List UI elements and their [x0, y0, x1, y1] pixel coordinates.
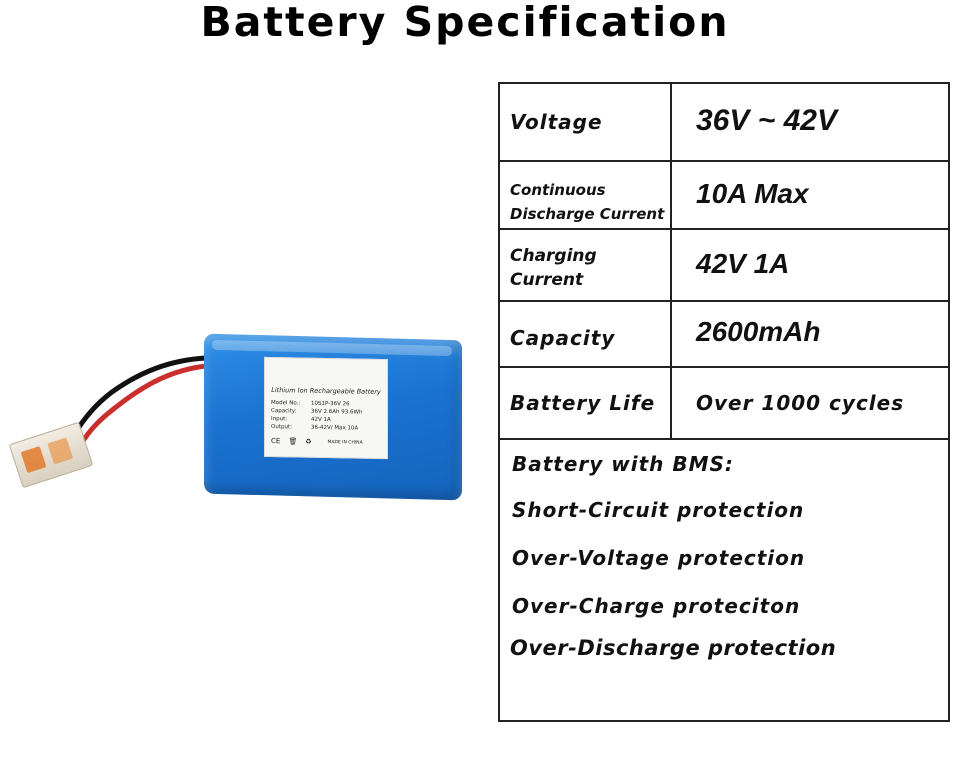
- spec-key-voltage: Voltage: [510, 110, 603, 134]
- table-row-divider: [500, 228, 948, 230]
- spec-key-discharge-current: Continuous Discharge Current: [510, 181, 665, 223]
- bms-item: Over-Charge proteciton: [512, 594, 801, 618]
- bms-item: Over-Voltage protection: [512, 546, 806, 570]
- spec-table: Voltage 36V ~ 42V Continuous Discharge C…: [498, 82, 950, 722]
- table-column-divider: [670, 84, 672, 438]
- spec-value-battery-life: Over 1000 cycles: [696, 391, 905, 415]
- black-wire: [69, 355, 207, 440]
- table-row-divider: [500, 366, 948, 368]
- bms-heading: Battery with BMS:: [512, 452, 734, 476]
- spec-key-battery-life: Battery Life: [510, 391, 656, 415]
- bms-item: Over-Discharge protection: [510, 636, 837, 660]
- spec-key-capacity: Capacity: [510, 326, 616, 350]
- table-row-divider: [500, 438, 948, 440]
- spec-value-charging-current: 42V 1A: [696, 248, 790, 279]
- battery-label-icons: CE 🗑 ♻ MADE IN CHINA: [271, 437, 381, 447]
- wire-connector: [8, 421, 94, 489]
- battery-label: Lithium Ion Rechargeable Battery Model N…: [264, 356, 388, 460]
- made-in-label: MADE IN CHINA: [327, 439, 363, 446]
- bms-item: Short-Circuit protection: [512, 498, 805, 522]
- trash-bin-icon: 🗑: [288, 437, 298, 446]
- red-wire: [77, 363, 207, 448]
- spec-value-voltage: 36V ~ 42V: [696, 104, 837, 137]
- recycle-icon: ♻: [305, 437, 312, 446]
- ce-mark-icon: CE: [271, 437, 281, 446]
- table-row-divider: [500, 160, 948, 162]
- spec-value-capacity: 2600mAh: [696, 316, 821, 347]
- table-row-divider: [500, 300, 948, 302]
- spec-value-discharge-current: 10A Max: [696, 178, 809, 209]
- page-title: Battery Specification: [200, 0, 730, 46]
- battery-label-heading: Lithium Ion Rechargeable Battery: [271, 386, 381, 396]
- spec-key-charging-current: Charging Current: [510, 246, 597, 290]
- battery-label-row: Output: 36-42V/ Max 10A: [271, 424, 359, 432]
